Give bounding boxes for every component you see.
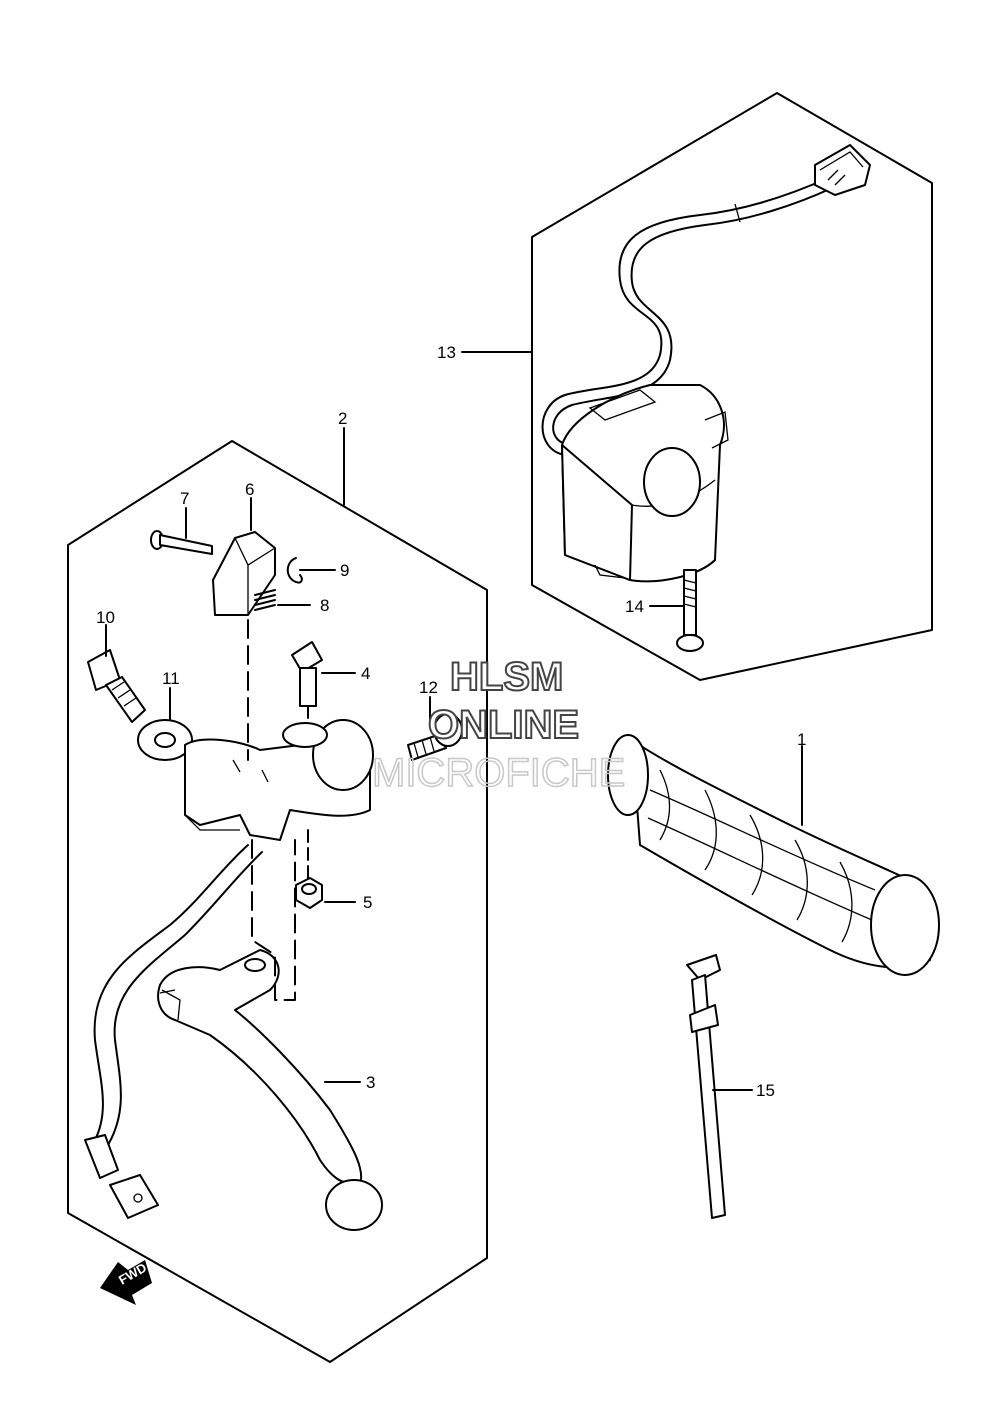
switch-assembly-box [531,92,933,681]
handlebar-switch-part [541,144,871,583]
callout-3: 3 [366,1073,375,1092]
callout-11: 11 [162,669,180,688]
callout-12: 12 [419,678,438,697]
callout-7: 7 [180,489,189,508]
callout-4: 4 [361,664,370,683]
callout-1: 1 [797,730,806,749]
spring-part [254,589,276,611]
callout-6: 6 [245,480,254,499]
cable-tie-part [686,954,726,1219]
lever-assembly-box [67,440,488,1363]
switch-screw-part [676,569,704,652]
lever-switch-wire [84,844,263,1219]
callout-labels: 1 2 3 4 5 6 7 8 9 10 11 12 13 14 15 [96,343,806,1100]
circlip-part [286,557,303,584]
callout-15: 15 [756,1081,775,1100]
callout-5: 5 [363,893,372,912]
pivot-nut-part [295,829,323,909]
pivot-bolt-part [291,641,323,736]
mount-screw-part [407,713,463,761]
leader-lines [105,351,803,1091]
handle-grip-part [607,734,940,976]
watermark: HLSM ONLINE MICROFICHE [371,654,626,796]
watermark-line-2: ONLINE [428,703,579,747]
callout-2: 2 [338,409,347,428]
lever-pin-part [150,530,213,555]
adjuster-bolt-part [87,649,146,723]
callout-8: 8 [320,596,329,615]
watermark-line-1: HLSM [450,655,563,699]
locknut-part [137,719,193,761]
watermark-line-3: MICROFICHE [372,751,625,795]
clutch-lever-part [157,839,383,1231]
forward-direction-arrow: FWD [100,1260,152,1305]
callout-13: 13 [437,343,456,362]
lever-bracket-part [184,619,374,841]
callout-10: 10 [96,608,115,627]
callout-9: 9 [340,561,349,580]
callout-14: 14 [625,597,644,616]
